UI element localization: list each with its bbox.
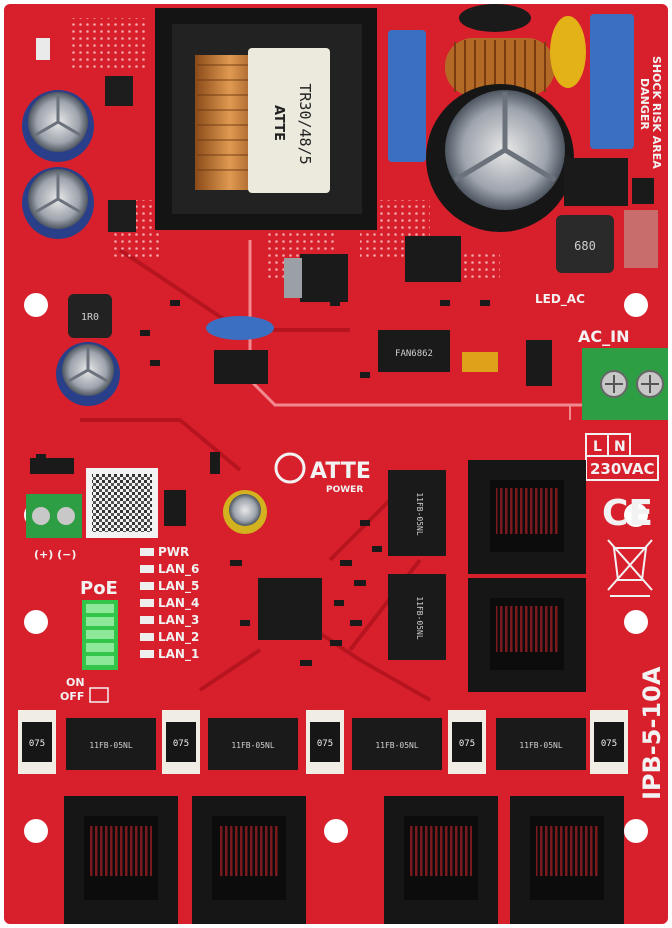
svg-text:ATTE: ATTE xyxy=(271,105,286,141)
fuse: 075 xyxy=(162,710,200,774)
ac-in-label: AC_IN xyxy=(578,327,629,346)
led-label-pwr: PWR xyxy=(158,545,189,559)
warning-text-line2: SHOCK RISK AREA xyxy=(650,56,663,169)
poe-jumper-block[interactable] xyxy=(82,600,118,670)
svg-text:11FB-05NL: 11FB-05NL xyxy=(89,741,133,750)
svg-text:11FB-05NL: 11FB-05NL xyxy=(375,741,419,750)
polarity-label: (+) (−) xyxy=(34,548,76,561)
svg-text:11FB-05NL: 11FB-05NL xyxy=(415,596,424,640)
rj45-port[interactable] xyxy=(384,796,498,924)
film-capacitor xyxy=(590,14,634,149)
led-label-list: PWR LAN_6 LAN_5 LAN_4 LAN_3 LAN_2 LAN_1 xyxy=(140,545,199,662)
svg-text:075: 075 xyxy=(29,739,45,749)
led-label-lan1: LAN_1 xyxy=(158,647,199,662)
poe-label: PoE xyxy=(80,578,118,599)
electrolytic-capacitor xyxy=(426,84,574,232)
y-capacitor xyxy=(206,316,274,340)
switch-ic xyxy=(258,578,322,640)
voltage-label: 230VAC xyxy=(590,460,655,478)
svg-text:075: 075 xyxy=(173,739,189,749)
electrolytic-capacitor xyxy=(22,90,94,162)
pcb-board xyxy=(4,4,668,924)
electrolytic-capacitor xyxy=(22,167,94,239)
svg-text:ATTE: ATTE xyxy=(310,459,371,484)
led-label-lan4: LAN_4 xyxy=(158,596,199,611)
electrolytic-capacitor xyxy=(56,342,120,406)
svg-text:11FB-05NL: 11FB-05NL xyxy=(415,492,424,536)
model-label: IPB-5-10A xyxy=(638,666,666,800)
inductor xyxy=(68,294,112,338)
svg-text:075: 075 xyxy=(601,739,617,749)
warning-text-line1: DANGER xyxy=(638,78,651,130)
fuse: 075 xyxy=(448,710,486,774)
svg-text:POWER: POWER xyxy=(326,485,363,495)
pwm-controller-ic xyxy=(378,330,450,372)
svg-text:075: 075 xyxy=(317,739,333,749)
ce-mark: CE xyxy=(602,493,653,534)
inductor xyxy=(556,215,614,273)
led-label-lan5: LAN_5 xyxy=(158,579,199,594)
svg-text:075: 075 xyxy=(459,739,475,749)
disc-capacitor xyxy=(550,16,586,88)
brand-logo: ATTE POWER xyxy=(274,452,371,495)
fuse: 075 xyxy=(306,710,344,774)
l-label: L xyxy=(593,439,602,455)
film-capacitor xyxy=(388,30,426,162)
ac-in-terminal-block[interactable] xyxy=(582,348,668,420)
on-label: ON xyxy=(66,676,85,689)
fuse: 075 xyxy=(590,710,628,774)
n-label: N xyxy=(614,439,626,455)
transformer-label: TR30/48/5 xyxy=(296,83,314,164)
svg-text:680: 680 xyxy=(574,239,596,253)
rj45-port[interactable] xyxy=(510,796,624,924)
led-label-lan2: LAN_2 xyxy=(158,630,199,645)
lan-magnetics: 11FB-05NL 11FB-05NL xyxy=(388,470,446,660)
led-label-lan3: LAN_3 xyxy=(158,613,199,628)
led-label-lan6: LAN_6 xyxy=(158,562,199,577)
rj45-port[interactable] xyxy=(64,796,178,924)
dc-output-terminal-block[interactable] xyxy=(26,494,82,538)
weee-bin-icon xyxy=(607,539,653,597)
lan-magnetics: 11FB-05NL 11FB-05NL 11FB-05NL 11FB-05NL xyxy=(66,718,586,770)
mounting-hole xyxy=(24,293,648,843)
transformer: TR30/48/5 ATTE xyxy=(155,8,377,230)
svg-text:11FB-05NL: 11FB-05NL xyxy=(519,741,563,750)
rj45-port[interactable] xyxy=(468,578,586,692)
svg-text:11FB-05NL: 11FB-05NL xyxy=(231,741,275,750)
ic-label: FAN6862 xyxy=(395,349,433,359)
rj45-port[interactable] xyxy=(192,796,306,924)
led-ac-label: LED_AC xyxy=(535,292,585,307)
fuse: 075 xyxy=(18,710,56,774)
svg-text:1R0: 1R0 xyxy=(81,312,99,323)
toroid-choke xyxy=(445,4,555,96)
rj45-port[interactable] xyxy=(468,460,586,574)
off-label: OFF xyxy=(60,690,84,703)
